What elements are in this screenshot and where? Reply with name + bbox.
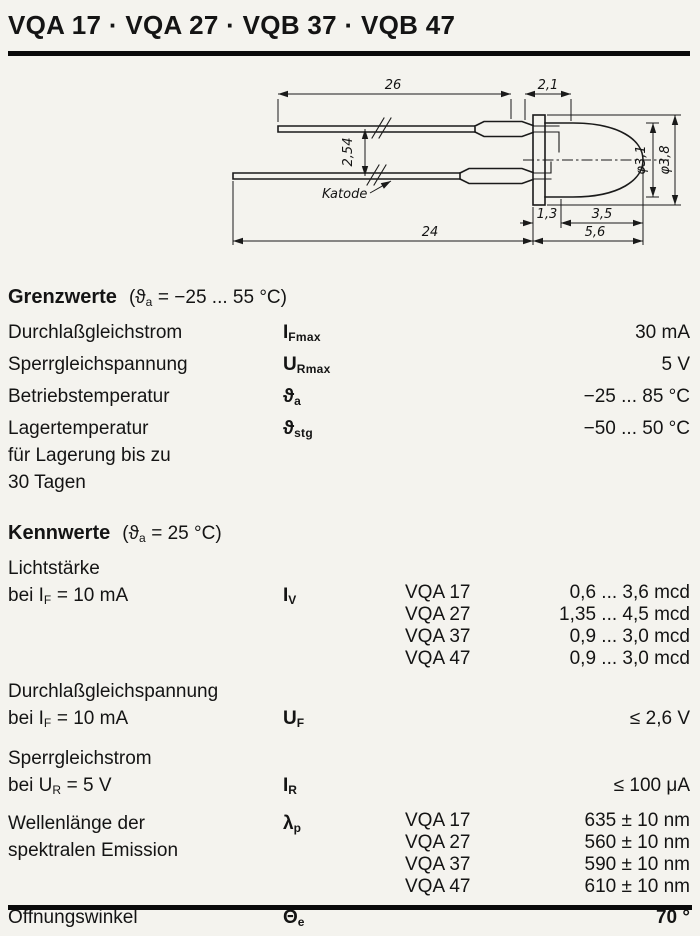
cathode-callout: Katode (322, 180, 392, 202)
kennwerte-heading: Kennwerte (8, 522, 111, 544)
variant-row: VQA 47 0,9 ... 3,0 mcd (405, 648, 690, 670)
table-row: Sperrgleichspannung URmax 5 V (8, 351, 690, 383)
param-symbol: λp (283, 813, 302, 835)
dim-flange-length: 1,3 (520, 199, 574, 228)
variant-row: VQA 37 590 ± 10 nm (405, 854, 690, 876)
variant-type: VQA 47 (405, 648, 471, 669)
param-condition: bei UR = 5 V (8, 775, 112, 797)
dim-label-2-1: 2,1 (538, 78, 559, 93)
dim-label-26: 26 (385, 78, 402, 93)
param-condition: bei IF = 10 mA (8, 708, 129, 730)
variant-type: VQA 47 (405, 876, 471, 897)
param-symbol: UF (283, 708, 305, 730)
cathode-lead (232, 167, 535, 185)
variant-row: VQA 17 0,6 ... 3,6 mcd (405, 582, 690, 604)
variant-value: 0,9 ... 3,0 mcd (569, 626, 690, 647)
variant-row: VQA 37 0,9 ... 3,0 mcd (405, 626, 690, 648)
dim-label-dia-3-8: φ3,8 (658, 145, 673, 174)
variant-type: VQA 17 (405, 810, 471, 831)
row-durchlassgleichspannung: Durchlaßgleichspannung bei IF = 10 mA UF… (8, 678, 690, 737)
grenzwerte-heading-row: Grenzwerte (ϑa = −25 ... 55 °C) (8, 286, 690, 309)
param-symbol: ϑstg (283, 418, 313, 440)
variant-value: 1,35 ... 4,5 mcd (559, 604, 690, 625)
led-technical-drawing: 26 2,1 2,54 Katode φ3,1 (225, 78, 690, 268)
param-value: −50 ... 50 °C (583, 418, 690, 439)
param-symbol: IR (283, 775, 298, 797)
page-title: VQA 17 · VQA 27 · VQB 37 · VQB 47 (8, 10, 456, 40)
table-row: Betriebstemperatur ϑa −25 ... 85 °C (8, 383, 690, 415)
left-extension-lines (232, 181, 534, 245)
row-wellenlaenge: Wellenlänge der spektralen Emission λp V… (8, 810, 690, 898)
dim-label-24: 24 (422, 225, 439, 240)
variant-value: 560 ± 10 nm (584, 832, 691, 853)
variant-table: VQA 17 635 ± 10 nm VQA 27 560 ± 10 nm VQA … (405, 810, 690, 898)
dim-tip: 2,1 (524, 78, 572, 121)
cathode-label: Katode (322, 187, 367, 202)
variant-value: 610 ± 10 nm (584, 876, 691, 897)
dim-label-3-5: 3,5 (592, 207, 613, 222)
param-value: 30 mA (635, 322, 690, 343)
dim-lead-top: 26 (277, 78, 512, 122)
variant-type: VQA 37 (405, 626, 471, 647)
param-value: ≤ 2,6 V (629, 708, 690, 729)
dim-lead-bottom: 24 (233, 225, 533, 245)
anode-lead (277, 120, 535, 138)
grenzwerte-heading: Grenzwerte (8, 286, 117, 308)
dim-label-1-3: 1,3 (537, 207, 558, 222)
param-symbol: URmax (283, 354, 331, 376)
dim-dome-diameter: φ3,1 (634, 122, 659, 198)
param-label: Wellenlänge der spektralen Emission (8, 813, 179, 861)
variant-type: VQA 27 (405, 604, 471, 625)
variant-table: VQA 17 0,6 ... 3,6 mcd VQA 27 1,35 ... 4,5… (405, 582, 690, 670)
title-rule (8, 51, 690, 56)
dim-body-length: 5,6 (533, 225, 643, 245)
dim-label-2-54: 2,54 (341, 138, 356, 167)
param-value: −25 ... 85 °C (583, 386, 690, 407)
internal-lead-frame (532, 125, 560, 180)
param-label: Betriebstemperatur (8, 386, 170, 407)
dim-flange-diameter: φ3,8 (547, 114, 681, 206)
param-symbol: ϑa (283, 386, 302, 408)
grenzwerte-condition: (ϑa = −25 ... 55 °C) (128, 287, 287, 309)
param-label: Sperrgleichspannung (8, 354, 188, 375)
variant-row: VQA 47 610 ± 10 nm (405, 876, 690, 898)
param-label: Durchlaßgleichspannung (8, 681, 219, 702)
dim-label-dia-3-1: φ3,1 (634, 145, 649, 174)
param-symbol: IV (283, 585, 297, 607)
table-row: Durchlaßgleichstrom IFmax 30 mA (8, 319, 690, 351)
kennwerte-condition: (ϑa = 25 °C) (122, 523, 222, 545)
param-symbol: IFmax (283, 322, 321, 344)
led-outline-drawing: 26 2,1 2,54 Katode φ3,1 (232, 78, 681, 245)
variant-row: VQA 27 1,35 ... 4,5 mcd (405, 604, 690, 626)
section-kennwerte: Kennwerte (ϑa = 25 °C) Lichtstärke bei IF… (8, 522, 690, 936)
dim-lead-pitch: 2,54 (341, 129, 369, 176)
variant-type: VQA 17 (405, 582, 471, 603)
row-sperrgleichstrom: Sperrgleichstrom bei UR = 5 V IR ≤ 100 μ… (8, 745, 690, 804)
variant-value: 0,6 ... 3,6 mcd (569, 582, 690, 603)
param-value: ≤ 100 μA (613, 775, 690, 796)
kennwerte-heading-row: Kennwerte (ϑa = 25 °C) (8, 522, 690, 545)
variant-value: 590 ± 10 nm (584, 854, 691, 875)
lead-break-marks (366, 117, 392, 186)
variant-value: 0,9 ... 3,0 mcd (569, 648, 690, 669)
bottom-rule (8, 905, 692, 910)
grenzwerte-table: Durchlaßgleichstrom IFmax 30 mA Sperrgle… (8, 319, 690, 496)
param-label: Durchlaßgleichstrom (8, 322, 183, 343)
param-label: Lagertemperatur für Lagerung bis zu 30 T… (8, 418, 171, 493)
variant-row: VQA 27 560 ± 10 nm (405, 832, 690, 854)
param-label: Sperrgleichstrom (8, 748, 152, 769)
param-label: Lichtstärke (8, 558, 100, 579)
dim-dome-length: 3,5 (561, 207, 643, 227)
variant-value: 635 ± 10 nm (584, 810, 691, 831)
dim-label-5-6: 5,6 (585, 225, 606, 240)
variant-row: VQA 17 635 ± 10 nm (405, 810, 690, 832)
param-condition: bei IF = 10 mA (8, 585, 129, 607)
table-row: Lagertemperatur für Lagerung bis zu 30 T… (8, 415, 690, 496)
param-value: 5 V (661, 354, 690, 375)
variant-type: VQA 37 (405, 854, 471, 875)
section-grenzwerte: Grenzwerte (ϑa = −25 ... 55 °C) Durchlaßg… (8, 286, 690, 496)
row-lichtstaerke: Lichtstärke bei IF = 10 mA IV VQA 17 0,6 … (8, 555, 690, 670)
variant-type: VQA 27 (405, 832, 471, 853)
